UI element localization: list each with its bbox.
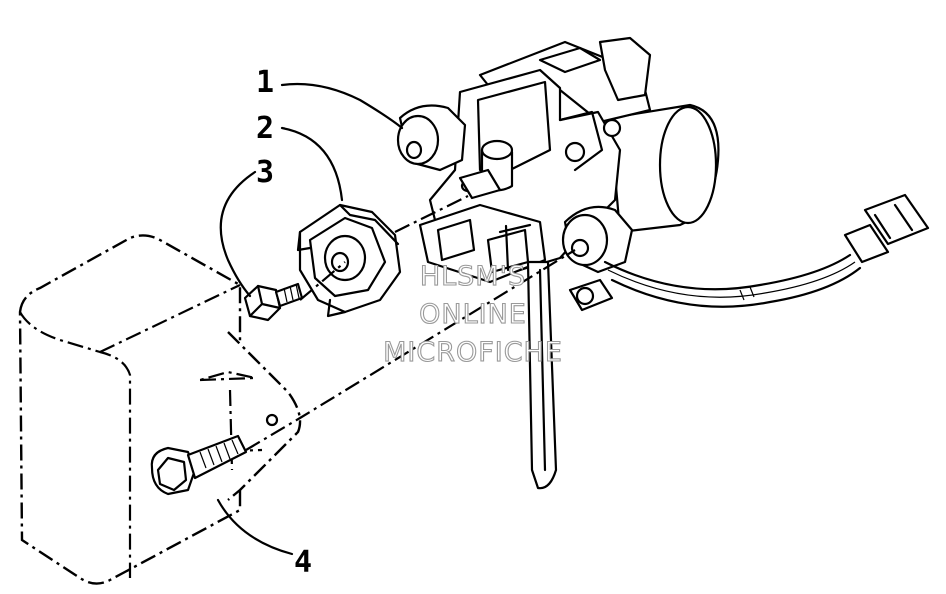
callout-1: 1 — [256, 65, 274, 100]
assembly-lines — [245, 195, 576, 451]
part-3-bolt — [243, 282, 304, 322]
callout-4: 4 — [294, 545, 312, 580]
callout-2: 2 — [256, 111, 274, 146]
callout-3: 3 — [256, 155, 274, 190]
watermark-line-1: HLSM'S — [420, 261, 526, 292]
part-4-cover-screw — [18, 234, 302, 585]
leader-lines — [216, 82, 404, 556]
watermark-line-3: MICROFICHE — [383, 337, 563, 368]
part-1-actuator — [396, 36, 930, 490]
watermark-line-2: ONLINE — [419, 299, 527, 330]
part-2-coupler — [296, 203, 402, 318]
